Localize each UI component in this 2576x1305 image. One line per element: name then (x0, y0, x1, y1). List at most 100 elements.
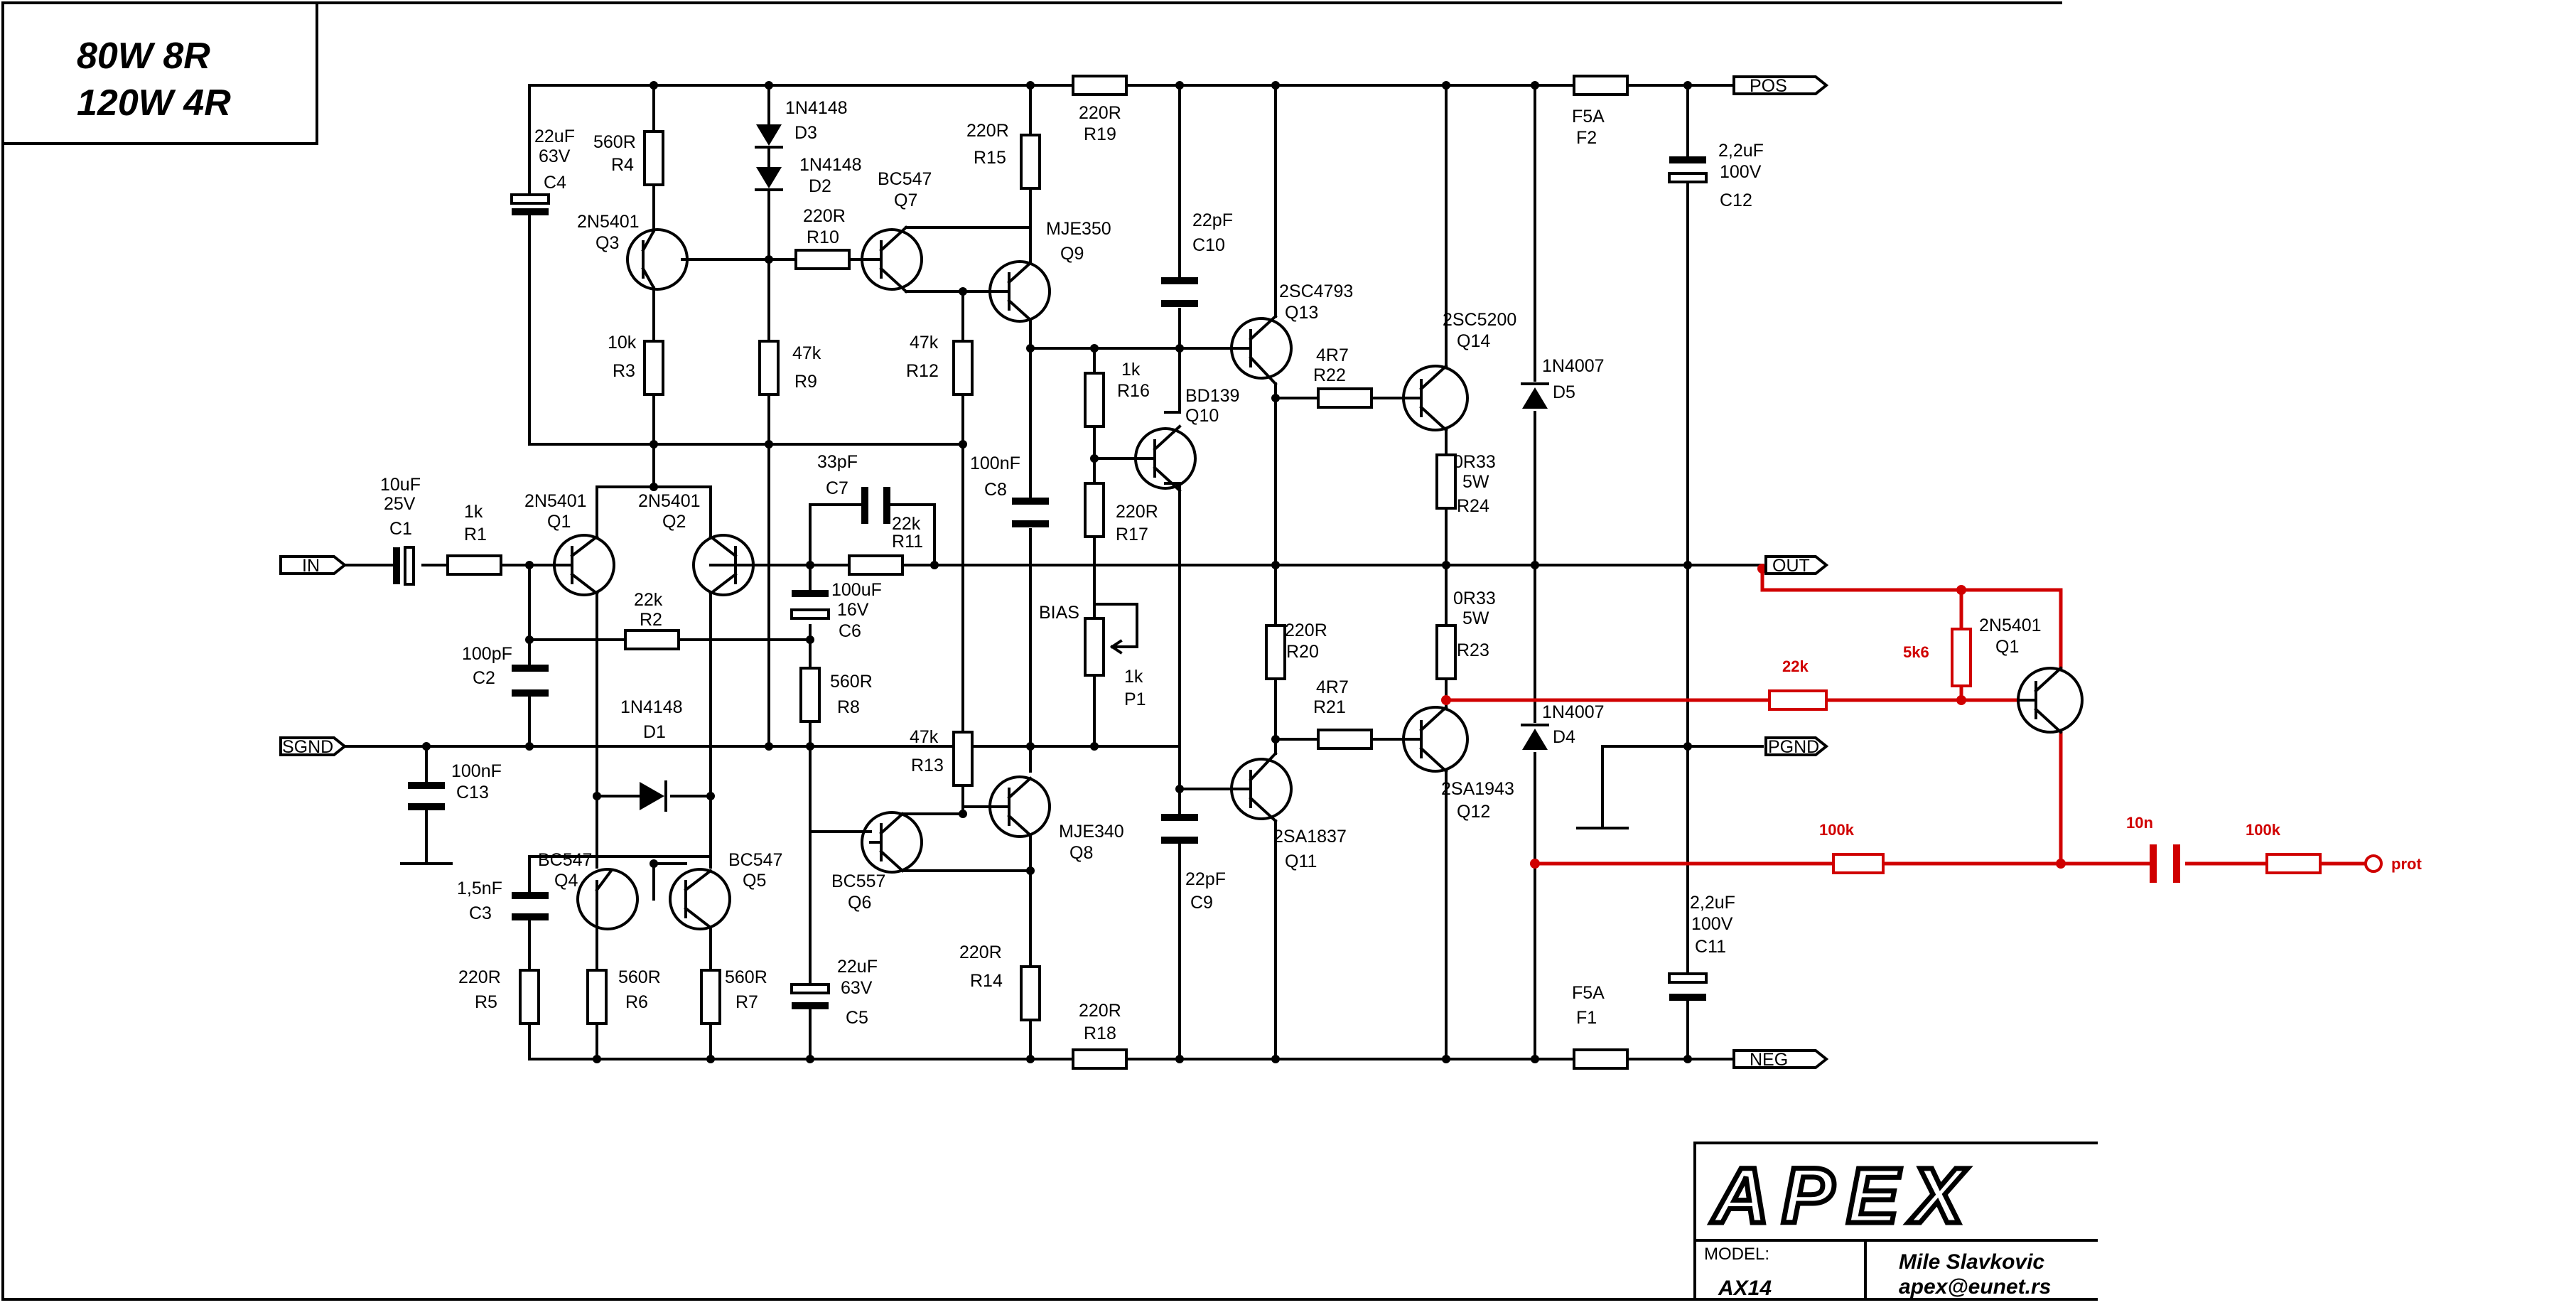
model-value: AX14 (1718, 1277, 1772, 1300)
r13-ref: R13 (911, 756, 944, 775)
p1-ref: P1 (1124, 689, 1146, 709)
r16-value: 1k (1121, 360, 1141, 380)
r14-ref: R14 (970, 971, 1003, 991)
r22-value: 4R7 (1316, 345, 1349, 365)
c1-voltage: 25V (384, 494, 416, 514)
r17-ref: R17 (1116, 525, 1148, 544)
r4-value: 560R (593, 132, 636, 152)
c10-ref: C10 (1192, 235, 1225, 255)
transistor-symbols (539, 225, 2383, 930)
port-neg: NEG (1750, 1050, 1788, 1070)
r24-value: 0R33 (1453, 452, 1496, 472)
c11-ref: C11 (1695, 937, 1726, 957)
apex-logo: APEX (1710, 1152, 1977, 1240)
c9-value: 22pF (1185, 869, 1226, 889)
q10-type: BD139 (1185, 386, 1239, 406)
c4-value: 22uF (534, 127, 575, 146)
r18-value: 220R (1079, 1001, 1121, 1021)
r15-value: 220R (966, 121, 1009, 141)
r19-ref: R19 (1084, 124, 1116, 144)
c6-voltage: 16V (837, 600, 869, 620)
c5-voltage: 63V (841, 978, 873, 998)
c6-ref: C6 (839, 621, 861, 641)
d3-type: 1N4148 (785, 98, 848, 118)
c6-value: 100uF (831, 580, 882, 600)
p1-value: 1k (1124, 667, 1143, 687)
q2-type: 2N5401 (638, 491, 701, 511)
title-block (1693, 1142, 2098, 1301)
q1-type: 2N5401 (524, 491, 587, 511)
r11-value: 22k (892, 514, 921, 534)
q12-ref: Q12 (1457, 802, 1490, 822)
r23-ref: R23 (1457, 640, 1489, 660)
d5-ref: D5 (1553, 382, 1575, 402)
r2-value: 22k (634, 590, 663, 610)
protection-wires (1446, 569, 2366, 866)
drawing-frame (1, 1, 2098, 1301)
q9-ref: Q9 (1060, 244, 1084, 264)
f2-ref: F2 (1576, 128, 1597, 148)
f1-ref: F1 (1576, 1008, 1597, 1028)
f1-value: F5A (1572, 983, 1605, 1003)
c2-ref: C2 (473, 668, 495, 688)
r1-ref: R1 (464, 525, 487, 544)
r19-value: 220R (1079, 103, 1121, 123)
prot-q1-type: 2N5401 (1979, 616, 2042, 635)
c1-ref: C1 (389, 519, 412, 539)
r14-value: 220R (959, 942, 1002, 962)
power-rating-8r: 80W 8R (77, 36, 210, 77)
r6-value: 560R (618, 967, 661, 987)
d1-type: 1N4148 (620, 697, 683, 717)
r5-value: 220R (458, 967, 501, 987)
c1-value: 10uF (380, 475, 421, 495)
c2-value: 100pF (462, 644, 512, 664)
r8-value: 560R (830, 672, 873, 692)
r2-ref: R2 (640, 610, 662, 630)
c5-value: 22uF (837, 957, 878, 977)
r1-value: 1k (464, 502, 483, 522)
port-prot: prot (2391, 855, 2422, 873)
d4-ref: D4 (1553, 727, 1575, 747)
q10-ref: Q10 (1185, 406, 1219, 426)
d4-type: 1N4007 (1542, 702, 1605, 722)
r6-ref: R6 (625, 992, 648, 1012)
q1-ref: Q1 (547, 512, 571, 532)
port-sgnd: SGND (282, 737, 333, 757)
r20-ref: R20 (1286, 642, 1319, 662)
q4-type: BC547 (538, 850, 592, 870)
c7-ref: C7 (826, 478, 848, 498)
prot-r-5k6: 5k6 (1903, 643, 1929, 661)
c11-voltage: 100V (1691, 914, 1733, 934)
r15-ref: R15 (974, 148, 1006, 168)
c13-ref: C13 (456, 783, 489, 802)
q3-ref: Q3 (596, 233, 619, 253)
r23-power: 5W (1462, 608, 1489, 628)
q2-ref: Q2 (662, 512, 686, 532)
r21-ref: R21 (1313, 697, 1346, 717)
c3-ref: C3 (469, 903, 492, 923)
r24-ref: R24 (1457, 496, 1489, 516)
capacitor-symbols (393, 156, 2180, 1009)
model-label: MODEL: (1704, 1245, 1769, 1264)
c4-voltage: 63V (539, 146, 571, 166)
r23-value: 0R33 (1453, 589, 1496, 608)
r4-ref: R4 (611, 155, 634, 175)
component-labels: 10uF 25V C1 1k R1 2N5401 Q1 2N5401 Q2 22… (380, 98, 2281, 1043)
prot-r-22k: 22k (1782, 657, 1809, 675)
r11-ref: R11 (892, 532, 923, 552)
r22-ref: R22 (1313, 365, 1346, 385)
r5-ref: R5 (475, 992, 497, 1012)
d2-type: 1N4148 (799, 155, 862, 175)
f2-value: F5A (1572, 107, 1605, 127)
resistor-symbols (446, 75, 2322, 1070)
d2-ref: D2 (809, 176, 831, 196)
c8-ref: C8 (984, 480, 1007, 500)
c3-value: 1,5nF (457, 879, 502, 898)
q11-ref: Q11 (1285, 852, 1317, 871)
d3-ref: D3 (794, 123, 817, 143)
prot-c-10n: 10n (2126, 814, 2153, 832)
c8-value: 100nF (970, 453, 1020, 473)
c12-value: 2,2uF (1718, 141, 1764, 161)
q6-type: BC557 (831, 871, 885, 891)
q7-ref: Q7 (894, 190, 917, 210)
